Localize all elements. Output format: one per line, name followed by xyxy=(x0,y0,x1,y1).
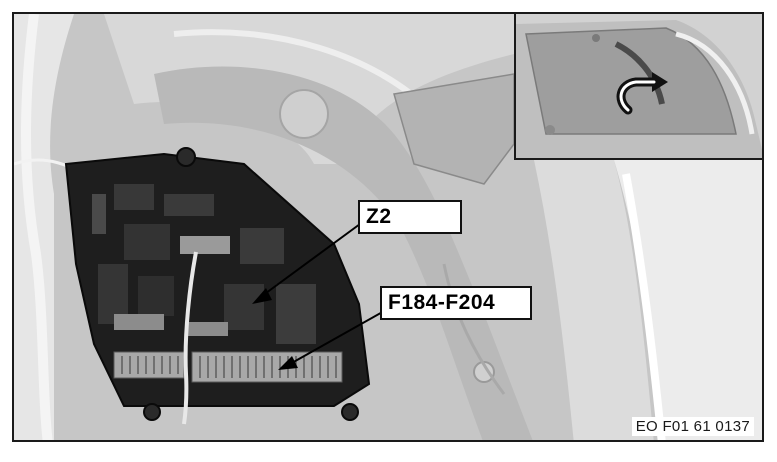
fuse-strip xyxy=(114,314,164,330)
fuse-strip xyxy=(180,236,230,254)
inset-lid-highlight xyxy=(675,31,755,135)
callout-fuse-range-text: F184-F204 xyxy=(388,291,496,314)
body-plug xyxy=(279,89,329,139)
fuse-block xyxy=(92,194,106,234)
relay-block xyxy=(240,228,284,264)
relay-block xyxy=(224,284,264,330)
right-edge-highlight xyxy=(622,173,666,440)
white-cable xyxy=(182,251,198,425)
tail-light-housing xyxy=(534,160,654,440)
fuse-block xyxy=(276,284,316,344)
inset-fastener xyxy=(545,125,555,135)
inset-scene xyxy=(516,14,762,158)
relay-block xyxy=(124,224,170,260)
left-edge-highlight xyxy=(21,14,53,440)
bracket xyxy=(393,73,515,185)
mounting-nut-bottom-right xyxy=(341,403,359,421)
fuse-row-main xyxy=(191,351,343,383)
rotate-arrow-icon xyxy=(616,72,668,115)
relay-block xyxy=(138,276,174,316)
callout-fuse-range: F184-F204 xyxy=(380,286,532,320)
fuse-strip xyxy=(188,322,228,336)
callout-z2: Z2 xyxy=(358,200,462,234)
relay-block xyxy=(114,184,154,210)
diagram-frame: Z2 F184-F204 EO F01 61 0137 xyxy=(12,12,764,442)
callout-z2-text: Z2 xyxy=(366,205,392,228)
pointer-f184 xyxy=(278,309,387,370)
inset-fastener xyxy=(592,34,600,42)
mounting-nut-top xyxy=(176,147,196,167)
inset-view xyxy=(514,14,762,160)
fuse-row-left xyxy=(113,351,185,379)
cable-line xyxy=(442,263,506,395)
wheel-arch-panel xyxy=(154,66,533,440)
relay-block xyxy=(164,194,214,216)
inset-trim-edge xyxy=(614,41,665,105)
mounting-nut-bottom-left xyxy=(143,403,161,421)
fuse-box xyxy=(64,147,371,425)
figure-code: EO F01 61 0137 xyxy=(631,417,754,436)
right-trim-panel xyxy=(614,160,762,440)
pointer-z2 xyxy=(252,223,361,304)
